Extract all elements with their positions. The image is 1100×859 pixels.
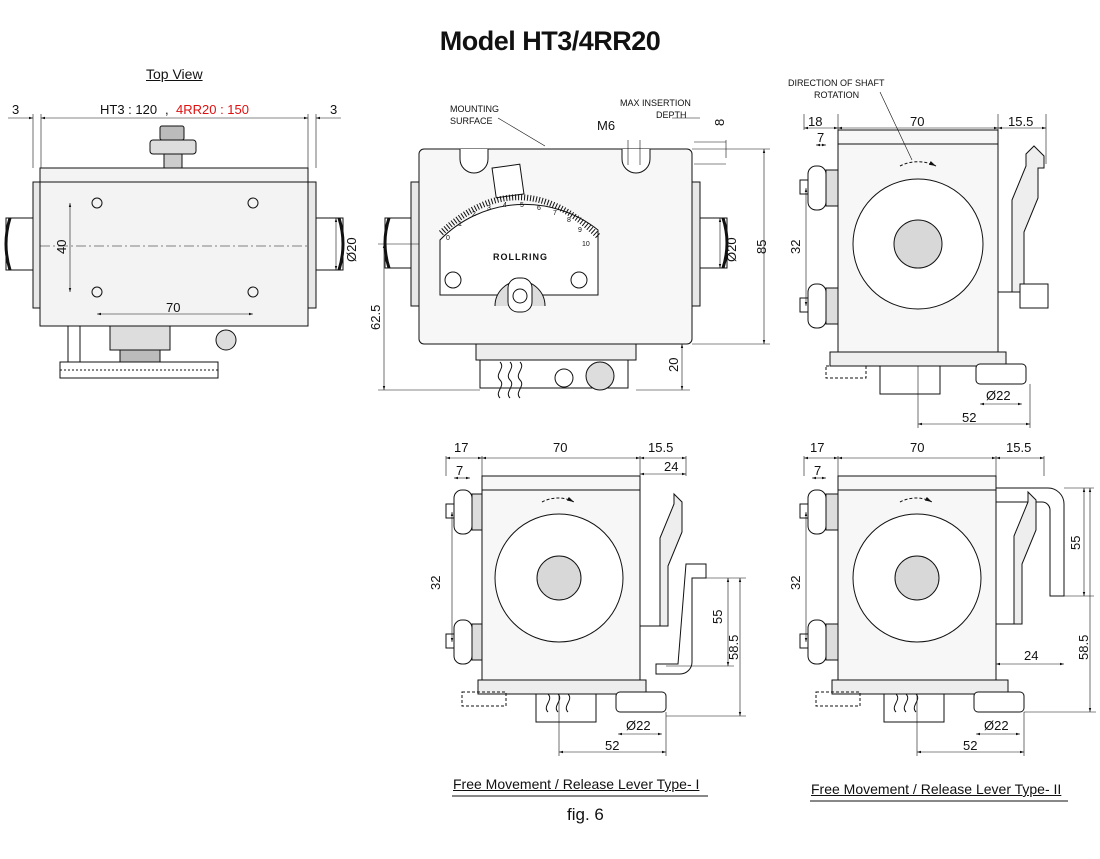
scale-2: 2 bbox=[472, 211, 476, 218]
page-title: Model HT3/4RR20 bbox=[439, 26, 661, 56]
type2-dim-24: 24 bbox=[1024, 648, 1038, 663]
scale-4: 4 bbox=[503, 202, 507, 209]
type1-dim-55: 55 bbox=[710, 610, 725, 624]
dim-hole-spacing-40: 40 bbox=[54, 240, 69, 254]
type2-drawing bbox=[799, 456, 1096, 802]
type2-dim-70: 70 bbox=[910, 440, 924, 455]
dim-thread-m6: M6 bbox=[597, 118, 615, 133]
dim-top-shaft-dia: Ø20 bbox=[344, 237, 359, 262]
max-insertion-label-1: MAX INSERTION bbox=[620, 98, 691, 108]
type1-dim-24: 24 bbox=[664, 459, 678, 474]
dim-height-85: 85 bbox=[754, 240, 769, 254]
scale-10: 10 bbox=[582, 241, 590, 248]
scale-9: 9 bbox=[578, 227, 582, 234]
side-dim-52: 52 bbox=[962, 410, 976, 425]
scale-8: 8 bbox=[567, 217, 571, 224]
scale-1: 1 bbox=[458, 221, 462, 228]
max-insertion-label-2: DEPTH bbox=[656, 110, 687, 120]
side-dim-70: 70 bbox=[910, 114, 924, 129]
type2-dim-17: 17 bbox=[810, 440, 824, 455]
type1-dim-52: 52 bbox=[605, 738, 619, 753]
side-dim-32: 32 bbox=[788, 240, 803, 254]
type1-drawing bbox=[445, 456, 746, 797]
dim-shaft-height-62-5: 62.5 bbox=[368, 305, 383, 330]
mounting-surface-label-1: MOUNTING bbox=[450, 104, 499, 114]
top-view-drawing bbox=[4, 114, 345, 379]
dim-base-20: 20 bbox=[666, 358, 681, 372]
dim-length-ht3: HT3 : 120 bbox=[100, 102, 157, 117]
type2-dim-52: 52 bbox=[963, 738, 977, 753]
scale-0: 0 bbox=[446, 235, 450, 242]
scale-7: 7 bbox=[553, 210, 557, 217]
scale-6: 6 bbox=[537, 205, 541, 212]
type2-dim-32: 32 bbox=[788, 576, 803, 590]
type1-dim-32: 32 bbox=[428, 576, 443, 590]
dim-length-4rr20: 4RR20 : 150 bbox=[176, 102, 249, 117]
type2-dim-55: 55 bbox=[1068, 536, 1083, 550]
side-dim-foot-dia: Ø22 bbox=[986, 388, 1011, 403]
rotation-note-2: ROTATION bbox=[814, 90, 859, 100]
side-dim-15-5: 15.5 bbox=[1008, 114, 1033, 129]
side-dim-18: 18 bbox=[808, 114, 822, 129]
type1-caption: Free Movement / Release Lever Type- I bbox=[453, 776, 700, 792]
type2-dim-foot-dia: Ø22 bbox=[984, 718, 1009, 733]
dim-top-left-3: 3 bbox=[12, 102, 19, 117]
type2-dim-7: 7 bbox=[814, 463, 821, 478]
type1-dim-7: 7 bbox=[456, 463, 463, 478]
type2-dim-58-5: 58.5 bbox=[1076, 635, 1091, 660]
top-view-title: Top View bbox=[146, 66, 203, 82]
mounting-surface-label-2: SURFACE bbox=[450, 116, 493, 126]
dim-front-shaft-dia: Ø20 bbox=[724, 237, 739, 262]
type1-dim-15-5: 15.5 bbox=[648, 440, 673, 455]
dim-top-right-3: 3 bbox=[330, 102, 337, 117]
scale-5: 5 bbox=[520, 202, 524, 209]
type1-dim-58-5: 58.5 bbox=[726, 635, 741, 660]
dim-insertion-depth-8: 8 bbox=[712, 119, 727, 126]
dim-length-separator: , bbox=[165, 102, 169, 117]
front-view-drawing bbox=[378, 117, 770, 399]
type1-dim-17: 17 bbox=[454, 440, 468, 455]
side-dim-7: 7 bbox=[817, 130, 824, 145]
brand-logo-text: ROLLRING bbox=[493, 252, 548, 262]
dim-hole-spacing-70: 70 bbox=[166, 300, 180, 315]
front-view-scale-labels: 0 1 2 3 4 5 6 7 8 9 10 bbox=[446, 202, 590, 248]
type2-caption: Free Movement / Release Lever Type- II bbox=[811, 781, 1062, 797]
rotation-note-1: DIRECTION OF SHAFT bbox=[788, 78, 885, 88]
figure-label: fig. 6 bbox=[567, 805, 604, 824]
type2-dim-15-5: 15.5 bbox=[1006, 440, 1031, 455]
side-view-drawing bbox=[799, 91, 1049, 428]
type1-dim-70: 70 bbox=[553, 440, 567, 455]
scale-3: 3 bbox=[487, 205, 491, 212]
type1-dim-foot-dia: Ø22 bbox=[626, 718, 651, 733]
